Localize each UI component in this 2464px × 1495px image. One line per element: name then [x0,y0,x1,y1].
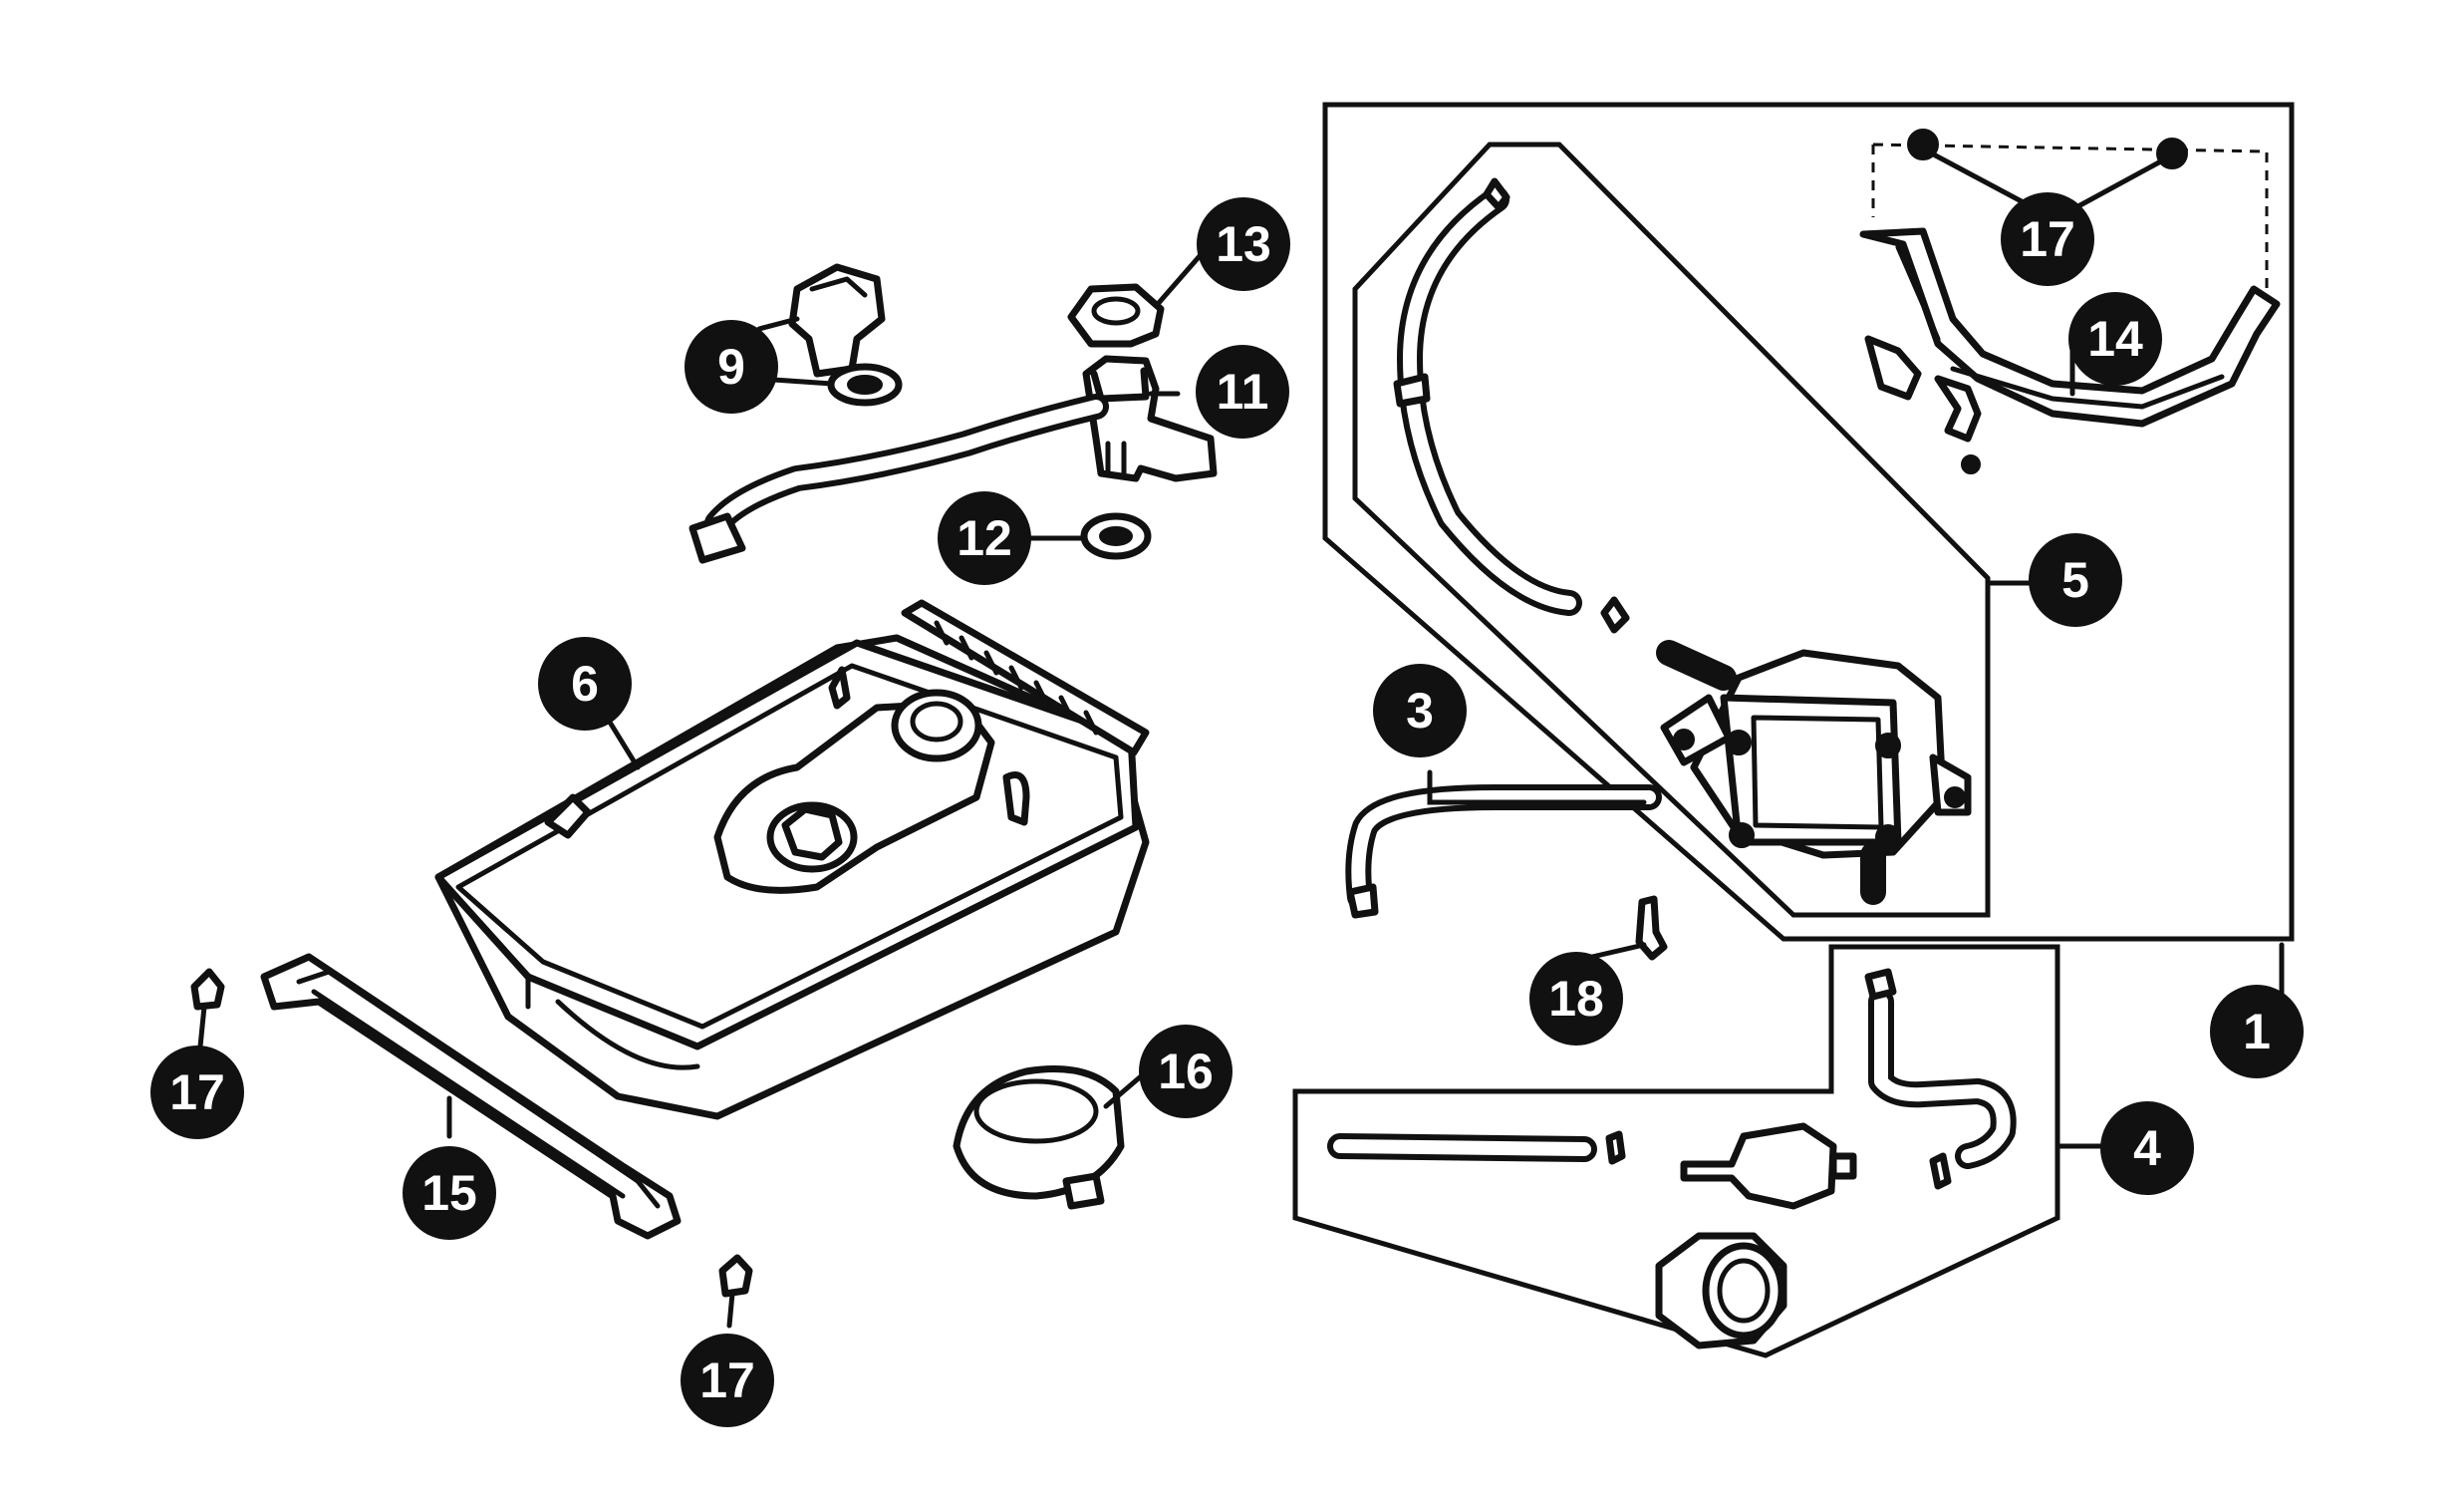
fuel-tank-part [434,599,1150,1120]
clip-18-part [1635,895,1668,961]
callout-1-label: 1 [2243,1004,2271,1059]
callout-18: 18 [1529,952,1623,1046]
callout-11-label: 11 [1217,364,1269,420]
support-rail-part [260,953,682,1240]
fuel-filter-part [1655,1232,1787,1349]
callout-5-label: 5 [2061,552,2089,608]
seal-ring-part [1080,512,1152,560]
callout-18-label: 18 [1548,971,1604,1027]
callout-16: 16 [1139,1025,1232,1118]
callout-6: 6 [538,637,632,731]
callout-4-label: 4 [2133,1120,2161,1176]
fuel-pump-part [1656,640,1972,905]
assembly-4-frame [1292,944,2060,1358]
callout-9-label: 9 [717,339,745,395]
check-valve-part [1680,1122,1857,1210]
assembly-1-frame [1322,102,2295,942]
callout-17-left-label: 17 [169,1064,225,1120]
filler-rubber-part [953,1065,1125,1210]
nut-17-bottom-loose [718,1254,753,1298]
callout-11: 11 [1196,345,1289,439]
callout-3-label: 3 [1406,683,1434,739]
callout-9: 9 [684,320,778,414]
callout-4: 4 [2100,1101,2194,1195]
callout-17-top: 17 [2001,192,2094,286]
hose-kit-part [1327,968,2017,1190]
callout-14-label: 14 [2087,311,2143,367]
callout-17-left: 17 [150,1046,244,1139]
callout-15-label: 15 [421,1165,477,1221]
callout-13-label: 13 [1216,216,1271,272]
callout-3: 3 [1373,664,1467,757]
callout-17-bottom-label: 17 [699,1352,755,1408]
callout-6-label: 6 [571,656,599,712]
fuel-cap-part [788,263,903,407]
callout-14: 14 [2068,292,2162,386]
callout-13: 13 [1197,197,1290,291]
gauge-cap-part [1067,283,1165,348]
callout-15: 15 [403,1146,496,1240]
fuel-line-part [1393,177,1630,634]
mount-dashed-guide [1871,143,2269,289]
callout-12-label: 12 [957,510,1012,566]
callout-16-label: 16 [1158,1044,1214,1099]
callout-1: 1 [2210,985,2304,1078]
vent-hose-part [1345,784,1662,919]
callout-17-bottom: 17 [681,1334,774,1427]
nut-17-left-loose [190,968,225,1011]
callout-17-top-label: 17 [2020,211,2075,267]
fuel-sender-part [688,355,1218,564]
callout-5: 5 [2029,533,2122,627]
callout-12: 12 [938,491,1031,585]
assembly-5-frame [1352,142,1991,918]
